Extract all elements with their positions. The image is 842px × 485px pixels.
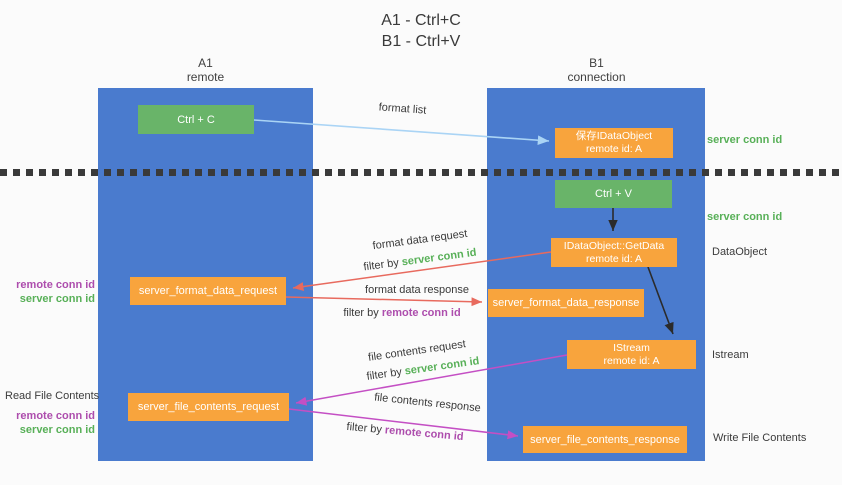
ctrl-c-node: Ctrl + C xyxy=(138,105,254,134)
format-list-label: format list xyxy=(378,101,427,117)
lifeline-a1-subtitle: remote xyxy=(186,70,225,84)
server-conn-id-right-top-label: server conn id xyxy=(707,134,783,146)
server-format-data-request-node: server_format_data_request xyxy=(130,277,286,305)
server-format-data-response-node: server_format_data_response xyxy=(488,289,644,317)
save-dataobject-title: 保存IDataObject xyxy=(575,130,653,142)
format-data-response-arrow xyxy=(285,296,483,307)
server-conn-id-text: server conn id xyxy=(401,246,478,269)
file-contents-response-filter-label: filter by remote conn id xyxy=(330,419,480,444)
file-contents-response-label: file contents response xyxy=(373,391,482,415)
istream-title: IStream xyxy=(613,341,650,354)
diagram-title: A1 - Ctrl+C B1 - Ctrl+V xyxy=(0,10,842,52)
copy-paste-separator-line xyxy=(0,169,842,176)
remote-conn-id-left2-label: remote conn id xyxy=(16,410,95,422)
save-dataobject-remote-id: remote id: A xyxy=(585,143,643,155)
getdata-title: IDataObject::GetData xyxy=(563,239,665,252)
lifeline-header-b1: B1 connection xyxy=(487,56,706,84)
server-conn-id-left1-label: server conn id xyxy=(19,293,95,305)
lifeline-b1-subtitle: connection xyxy=(567,70,626,84)
dataobject-label: DataObject xyxy=(712,246,768,258)
server-file-contents-request-node: server_file_contents_request xyxy=(128,393,289,421)
istream-label: Istream xyxy=(712,349,749,361)
filter-by-text: filter by xyxy=(362,256,403,274)
lifeline-a1-name: A1 xyxy=(198,56,213,70)
istream-remote-id: remote id: A xyxy=(603,354,660,367)
server-conn-id-right-mid-label: server conn id xyxy=(707,211,783,223)
format-data-response-label: format data response xyxy=(365,284,469,296)
filter-by-text: filter by xyxy=(365,365,406,383)
ctrl-v-node: Ctrl + V xyxy=(555,180,672,208)
server-file-contents-response-node: server_file_contents_response xyxy=(523,426,687,453)
format-data-response-filter-label: filter by remote conn id xyxy=(337,307,467,319)
lifeline-b1-name: B1 xyxy=(589,56,604,70)
istream-node: IStream remote id: A xyxy=(567,340,696,369)
lifeline-header-a1: A1 remote xyxy=(98,56,313,84)
title-line-2: B1 - Ctrl+V xyxy=(381,33,461,50)
read-file-contents-label: Read File Contents xyxy=(5,390,100,402)
remote-conn-id-left1-label: remote conn id xyxy=(16,279,95,291)
remote-conn-id-text: remote conn id xyxy=(381,307,461,319)
getdata-node: IDataObject::GetData remote id: A xyxy=(551,238,677,267)
remote-conn-id-text: remote conn id xyxy=(384,424,464,444)
write-file-contents-label: Write File Contents xyxy=(713,432,807,444)
server-conn-id-left2-label: server conn id xyxy=(19,424,95,436)
filter-by-text: filter by xyxy=(346,420,386,437)
filter-by-text: filter by xyxy=(343,307,382,319)
server-conn-id-text: server conn id xyxy=(403,355,481,378)
save-dataobject-node: 保存IDataObject remote id: A xyxy=(555,128,673,158)
getdata-remote-id: remote id: A xyxy=(585,252,643,265)
title-line-1: A1 - Ctrl+C xyxy=(381,12,461,29)
